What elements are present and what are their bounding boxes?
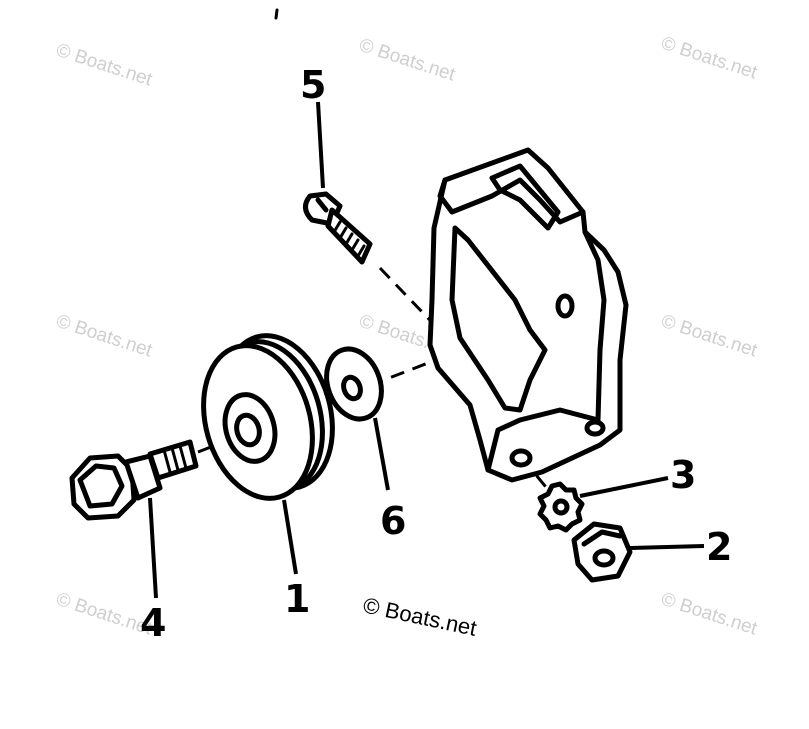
screw-shank: [325, 207, 373, 265]
lock-washer-hole: [552, 498, 570, 516]
leader-5: [316, 101, 325, 189]
leader-lines: [148, 101, 705, 599]
callout-6: 6: [380, 499, 406, 543]
bracket-lower-hole-right: [584, 419, 606, 437]
screw-slot: [315, 197, 329, 213]
bracket-pivot-hole: [555, 293, 575, 319]
part-6-washer: [324, 346, 384, 422]
bolt-flange: [123, 453, 163, 501]
watermark-bottom-right: © Boats.net: [658, 589, 760, 640]
washer-inner: [341, 374, 363, 402]
watermark-top-left: © Boats.net: [53, 40, 155, 91]
bolt-threads: [162, 444, 188, 474]
leader-6: [373, 417, 390, 491]
screw-threads: [332, 220, 366, 258]
part-1-pulley: [201, 333, 335, 501]
callout-3: 3: [670, 453, 696, 497]
nut-hole: [592, 548, 616, 568]
washer-outer: [324, 346, 384, 422]
leader-1: [282, 499, 298, 575]
callout-2: 2: [706, 525, 732, 569]
leader-4: [148, 497, 158, 599]
callout-4: 4: [140, 601, 166, 645]
watermark-mid-left: © Boats.net: [53, 311, 155, 362]
watermark-top-right: © Boats.net: [658, 33, 760, 84]
bracket-inner-opening: [449, 225, 548, 413]
part-5-screw: [303, 191, 373, 265]
bracket-side-flange: [582, 229, 607, 423]
callout-numbers: 5 6 1 4 3 2: [140, 63, 732, 645]
watermark-top-center: © Boats.net: [356, 35, 458, 86]
bracket-lower-foot: [485, 407, 601, 473]
lock-washer-body: [537, 481, 585, 533]
part-2-nut: [571, 521, 633, 583]
stray-mark: [274, 8, 279, 20]
leader-3: [579, 476, 669, 498]
bracket-lower-hole-left: [509, 448, 533, 468]
part-4-bolt: [69, 439, 199, 521]
pulley-inner-ring: [222, 392, 278, 464]
bracket-slot: [489, 163, 561, 231]
leader-2: [629, 544, 705, 550]
pulley-hub: [234, 412, 262, 448]
bolt-head-hex: [77, 463, 125, 509]
watermark-mid-right: © Boats.net: [658, 311, 760, 362]
bracket-body: [427, 147, 629, 483]
copyright-text: © Boats.net: [361, 592, 479, 640]
callout-1: 1: [284, 577, 310, 621]
callout-5: 5: [300, 63, 326, 107]
mounting-bracket: [427, 147, 629, 483]
nut-edge: [581, 529, 623, 547]
part-3-lock-washer: [537, 481, 585, 533]
bolt-shank: [147, 439, 199, 481]
